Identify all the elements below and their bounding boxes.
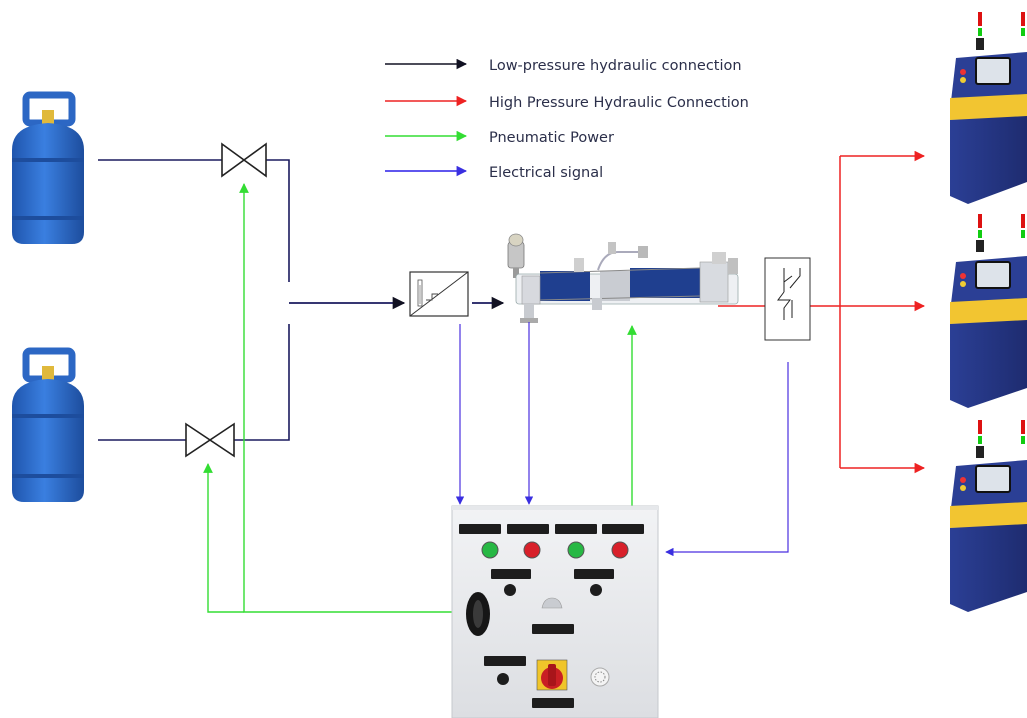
reset-button-1[interactable] (504, 584, 516, 596)
pressure-switch-icon (765, 258, 810, 340)
dispenser-station-middle-icon (950, 214, 1027, 408)
legend-label-low-pressure: Low-pressure hydraulic connection (489, 58, 742, 74)
dispenser-station-top-icon (950, 12, 1027, 204)
red-lamp-1 (524, 542, 540, 558)
legend-item-low-pressure: Low-pressure hydraulic connection (385, 58, 742, 74)
legend-label-pneumatic: Pneumatic Power (489, 130, 614, 146)
legend: Low-pressure hydraulic connection High P… (385, 58, 749, 181)
legend-label-high-pressure: High Pressure Hydraulic Connection (489, 95, 749, 111)
gas-cylinder-top-icon (12, 95, 84, 244)
panel-label-2 (507, 524, 549, 534)
red-lamp-2 (612, 542, 628, 558)
emergency-button[interactable] (497, 673, 509, 685)
panel-label-8 (484, 656, 526, 666)
pressure-regulator-icon (410, 272, 468, 316)
buzzer-icon (591, 668, 609, 686)
panel-label-1 (459, 524, 501, 534)
panel-label-7 (532, 624, 574, 634)
panel-label-6 (574, 569, 614, 579)
panel-label-9 (532, 698, 574, 708)
legend-item-electrical: Electrical signal (385, 165, 603, 181)
green-lamp-1 (482, 542, 498, 558)
valve-top-icon (222, 144, 266, 176)
panel-label-4 (602, 524, 644, 534)
gas-booster-icon (508, 234, 738, 323)
legend-item-high-pressure: High Pressure Hydraulic Connection (385, 95, 749, 111)
valve-bottom-icon (186, 424, 234, 456)
gas-cylinder-bottom-icon (12, 351, 84, 502)
control-panel (452, 506, 658, 718)
reset-button-2[interactable] (590, 584, 602, 596)
green-lamp-2 (568, 542, 584, 558)
high-pressure-lines (718, 156, 924, 468)
legend-item-pneumatic: Pneumatic Power (385, 130, 614, 146)
dispenser-station-bottom-icon (950, 420, 1027, 612)
panel-label-3 (555, 524, 597, 534)
legend-label-electrical: Electrical signal (489, 165, 603, 181)
panel-label-5 (491, 569, 531, 579)
